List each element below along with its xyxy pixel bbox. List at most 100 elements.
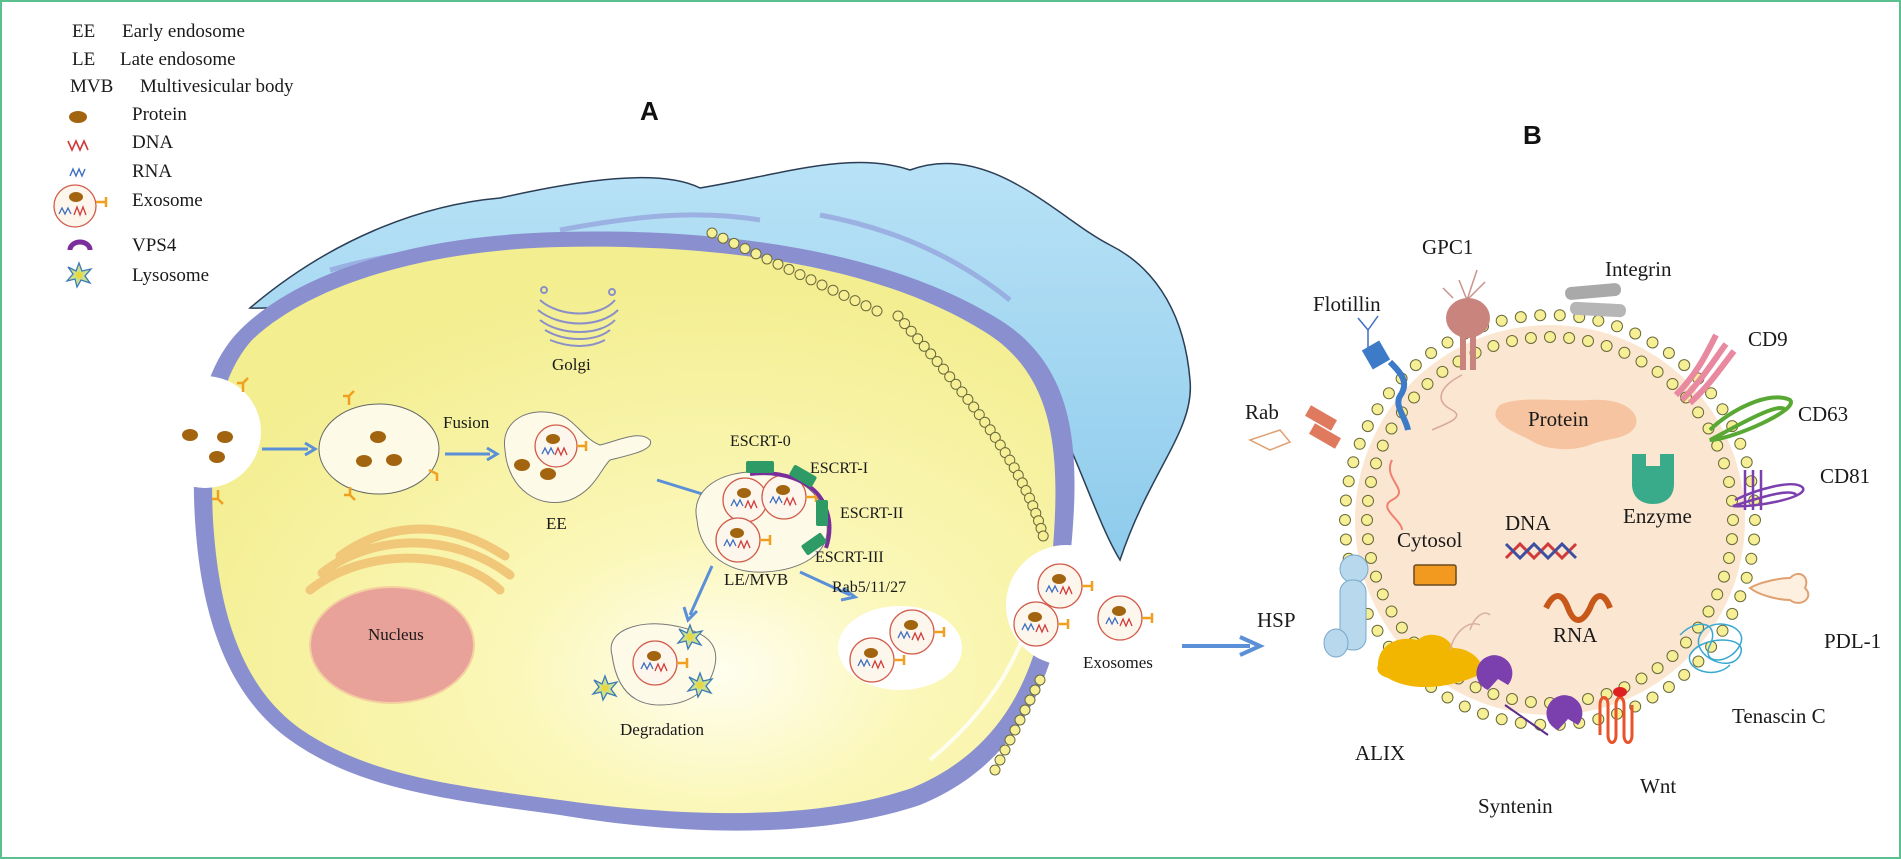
tenascin-c-protein	[1679, 623, 1743, 674]
lipid-head	[1726, 533, 1738, 546]
lipid-head	[989, 431, 1001, 443]
legend-protein-label: Protein	[132, 104, 187, 125]
lipid-head	[1582, 693, 1594, 705]
lipid-head	[794, 269, 806, 281]
lipid-head	[925, 348, 937, 360]
lipid-head	[1635, 355, 1648, 368]
rab-protein	[1248, 405, 1403, 531]
golgi-icon	[537, 286, 619, 347]
legend-rna-label: RNA	[132, 161, 172, 182]
lysosome-icon	[66, 262, 92, 288]
lipid-head	[739, 243, 751, 255]
lipid-head	[1740, 571, 1753, 584]
lipid-head	[1592, 314, 1605, 327]
wnt-label: Wnt	[1640, 774, 1676, 798]
lipid-head	[1409, 359, 1422, 372]
lipid-head	[1370, 570, 1382, 583]
lipid-head	[1034, 674, 1046, 686]
protein-icon	[69, 111, 87, 123]
lipid-head	[994, 754, 1006, 766]
lipid-head	[1477, 707, 1489, 720]
lipid-head	[1506, 335, 1518, 347]
escrt-0-complex	[746, 461, 774, 473]
lipid-head	[1678, 668, 1691, 681]
exosome-panel-b: Protein Enzyme DNA Cytosol RNA Flotillin	[1245, 235, 1881, 818]
nucleus-label: Nucleus	[368, 625, 424, 644]
lipid-head	[1371, 403, 1384, 416]
lipid-head	[1347, 456, 1360, 469]
lipid-head	[1495, 314, 1508, 327]
lipid-head	[1723, 476, 1735, 488]
lipid-head	[1726, 494, 1738, 507]
lipid-head	[1371, 624, 1384, 637]
legend-le-label: Late endosome	[120, 49, 236, 70]
lipid-head	[1514, 311, 1527, 324]
integrin-protein	[1565, 283, 1626, 318]
lipid-head	[1361, 514, 1373, 526]
lipid-head	[1019, 704, 1031, 716]
lipid-head	[805, 274, 817, 286]
lipid-head	[1342, 475, 1355, 488]
lipid-head	[1495, 713, 1508, 726]
lipid-head	[918, 340, 930, 352]
lipid-head	[1004, 734, 1016, 746]
lipid-head	[1662, 347, 1675, 359]
arrow-to-degradation	[688, 565, 714, 616]
le-mvb-label: LE/MVB	[724, 570, 788, 589]
lipid-head	[1370, 457, 1382, 470]
lipid-head	[871, 305, 883, 317]
dna-icon	[67, 139, 89, 152]
lipid-head	[938, 363, 949, 375]
lipid-head	[1635, 672, 1648, 685]
lipid-head	[1365, 476, 1377, 488]
cd81-protein	[1732, 470, 1805, 510]
lipid-head	[979, 416, 991, 428]
lipid-head	[1024, 694, 1036, 706]
lipid-head	[783, 263, 795, 275]
alix-label: ALIX	[1355, 741, 1405, 765]
rab-label: Rab	[1245, 400, 1279, 424]
lipid-head	[1702, 605, 1715, 618]
lipid-head	[1361, 420, 1374, 433]
lipid-head	[728, 237, 740, 249]
legend-abbr-ee: EE	[72, 21, 95, 42]
lipid-head	[1563, 332, 1576, 344]
hsp-label: HSP	[1257, 608, 1296, 632]
alix-protein	[1377, 612, 1491, 688]
nucleus-icon	[309, 586, 475, 704]
lipid-head	[750, 248, 762, 260]
lipid-head	[1395, 621, 1408, 634]
syntenin-label: Syntenin	[1478, 794, 1553, 818]
escrt-ii-complex	[816, 500, 828, 526]
lipid-head	[1534, 309, 1547, 322]
lipid-head	[1749, 514, 1761, 526]
lipid-head	[1339, 533, 1352, 546]
hsp-protein	[1323, 554, 1369, 658]
flotillin-label: Flotillin	[1313, 292, 1381, 316]
lipid-head	[1629, 327, 1642, 340]
lipid-head	[1716, 624, 1729, 637]
escrt-ii-label: ESCRT-II	[840, 505, 903, 522]
lipid-head	[905, 325, 917, 337]
lipid-head	[1487, 688, 1500, 700]
lipid-head	[1385, 422, 1398, 435]
legend-dna-label: DNA	[132, 132, 173, 153]
lipid-head	[706, 227, 718, 239]
lipid-head	[1469, 681, 1482, 694]
integrin-label: Integrin	[1605, 257, 1672, 281]
lipid-head	[1745, 475, 1758, 488]
exosome-lumen	[1355, 325, 1745, 715]
lipid-head	[1666, 650, 1679, 662]
rna-icon	[69, 167, 86, 178]
escrt-i-label: ESCRT-I	[810, 460, 868, 477]
lipid-head	[1037, 530, 1049, 542]
lipid-head	[1646, 336, 1659, 349]
rna-strand-icon	[1543, 593, 1613, 623]
lipid-head	[892, 310, 904, 322]
lipid-head	[1339, 494, 1352, 507]
gpc1-label: GPC1	[1422, 235, 1473, 259]
lipid-head	[1726, 607, 1739, 620]
lipid-head	[1514, 716, 1527, 729]
lipid-head	[717, 232, 729, 244]
